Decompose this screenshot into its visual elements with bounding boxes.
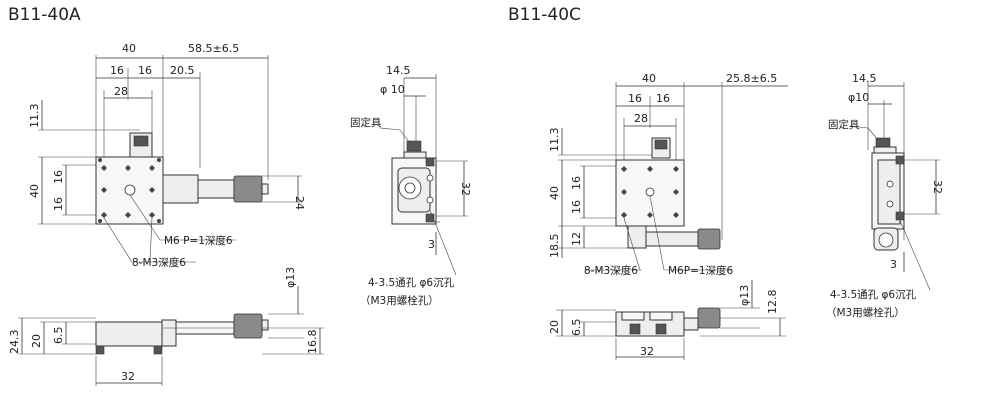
- side-view-c: [849, 82, 940, 291]
- label-m6-tap-a: M6 P=1深度6: [164, 234, 233, 247]
- dim-28-c: 28: [634, 112, 648, 125]
- dim-phi13-c: φ13: [738, 285, 751, 306]
- dim-height-40-c: 40: [548, 186, 561, 200]
- label-m3-tap-a: 8-M3深度6: [132, 256, 186, 269]
- stage-front-view-c: [615, 307, 721, 337]
- top-view-dimensions-a: [38, 55, 302, 225]
- dim-14-5-c: 14.5: [852, 72, 877, 85]
- front-view-dimensions-a: [18, 286, 324, 386]
- dim-11-3-c: 11.3: [548, 128, 561, 153]
- model-title-b11-40c: B11-40C: [508, 5, 581, 25]
- dim-3-a: 3: [428, 238, 435, 251]
- dim-32-c: 32: [640, 345, 654, 358]
- dim-28: 28: [114, 85, 128, 98]
- dim-16-8: 16.8: [306, 330, 319, 355]
- model-title-b11-40a: B11-40A: [8, 5, 81, 25]
- dim-16-d: 16: [52, 197, 65, 211]
- dim-16-b: 16: [138, 64, 152, 77]
- dim-16-c: 16: [52, 170, 65, 184]
- note-bolt-hole-c: （M3用螺栓孔）: [826, 306, 905, 319]
- dim-32-side-a: 32: [459, 182, 472, 196]
- stage-front-view-a: [95, 313, 269, 355]
- front-view-dimensions-c: [556, 280, 786, 360]
- dim-travel-c: 25.8±6.5: [726, 72, 777, 85]
- dim-phi10-c: φ10: [848, 91, 869, 104]
- stage-top-view-c: [584, 137, 732, 271]
- label-m6-tap-c: M6P=1深度6: [668, 264, 734, 277]
- dim-32-a: 32: [121, 370, 135, 383]
- dim-3-c: 3: [890, 258, 897, 271]
- dim-16-c-d: 16: [570, 200, 583, 214]
- top-view-dimensions-c: [558, 82, 788, 258]
- dim-24: 24: [293, 196, 306, 210]
- dim-travel: 58.5±6.5: [188, 42, 239, 55]
- dim-20-c: 20: [548, 320, 561, 334]
- dim-width-40: 40: [122, 42, 136, 55]
- dim-16-c-c: 16: [570, 176, 583, 190]
- label-fixture-a: 固定具: [350, 116, 382, 129]
- stage-top-view-a: [95, 132, 269, 263]
- dim-6-5-a: 6.5: [52, 327, 65, 345]
- dim-height-40: 40: [28, 184, 41, 198]
- dim-16-a: 16: [110, 64, 124, 77]
- dim-6-5-c: 6.5: [570, 319, 583, 337]
- dim-width-40-c: 40: [642, 72, 656, 85]
- dim-24-3: 24.3: [8, 330, 21, 355]
- dim-16-c-a: 16: [628, 92, 642, 105]
- dim-16-c-b: 16: [656, 92, 670, 105]
- dim-32-side-c: 32: [931, 180, 944, 194]
- label-fixture-c: 固定具: [828, 118, 860, 131]
- label-m3-tap-c: 8-M3深度6: [584, 264, 638, 277]
- note-through-hole-a: 4-3.5通孔 φ6沉孔: [368, 276, 455, 289]
- dim-phi13-a: φ13: [284, 267, 297, 288]
- dim-12-8: 12.8: [766, 290, 779, 315]
- dim-12: 12: [570, 232, 583, 246]
- dim-11-3: 11.3: [28, 104, 41, 129]
- note-bolt-hole-a: （M3用螺栓孔）: [360, 294, 439, 307]
- dim-14-5-a: 14.5: [386, 64, 411, 77]
- dim-18-5: 18.5: [548, 234, 561, 259]
- dim-20-a: 20: [30, 334, 43, 348]
- dim-phi10-a: φ 10: [380, 83, 405, 96]
- dim-20-5: 20.5: [170, 64, 195, 77]
- note-through-hole-c: 4-3.5通孔 φ6沉孔: [830, 288, 917, 301]
- side-view-a: [379, 74, 468, 276]
